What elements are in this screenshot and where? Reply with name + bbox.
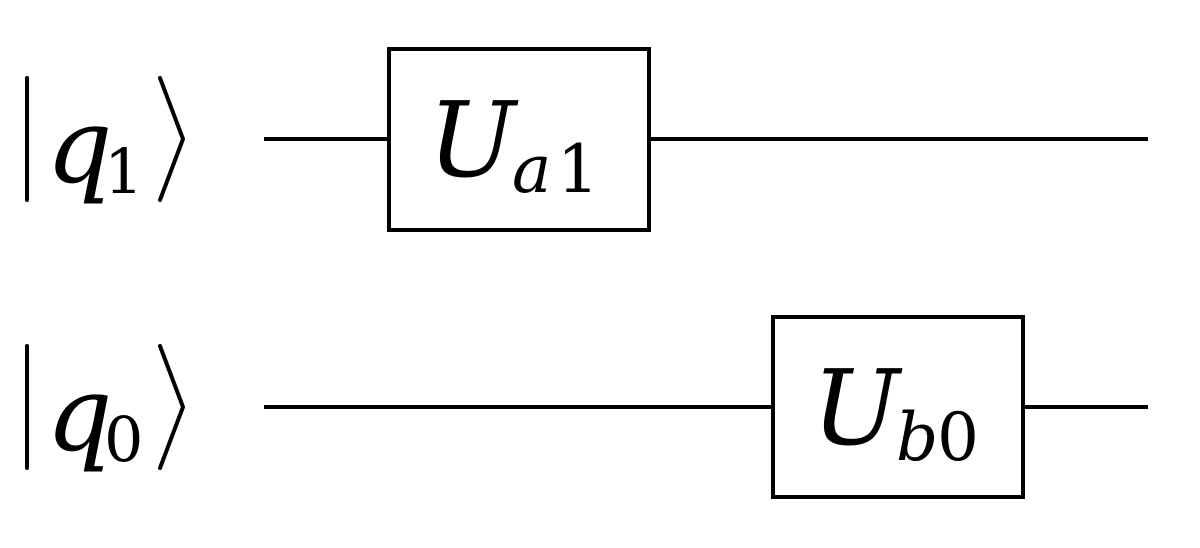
ket-subscript: 0 [104, 403, 143, 476]
ket-label-q1: q 1 [25, 76, 185, 208]
ket-symbol: q [46, 353, 113, 475]
gate-subscript-letter: a [512, 131, 551, 208]
gate-box [771, 315, 1025, 499]
gate-symbol: U [812, 347, 903, 469]
ket-right-angle [158, 76, 185, 202]
gate-u-a1: U a 1 [387, 47, 651, 232]
gate-subscript-digit: 1 [557, 131, 599, 208]
gate-u-b0: U b 0 [771, 315, 1025, 499]
ket-subscript: 1 [104, 135, 143, 208]
ket-right-angle [158, 344, 185, 470]
qubit-row-q1: q 1 U a 1 [25, 47, 1148, 232]
gate-subscript-letter: b [896, 399, 938, 476]
qubit-row-q0: q 0 U b 0 [25, 315, 1148, 499]
gate-subscript-digit: 0 [937, 399, 979, 476]
gate-symbol: U [428, 79, 519, 201]
ket-symbol: q [46, 85, 113, 207]
ket-label-q0: q 0 [25, 344, 185, 476]
gate-box [387, 47, 651, 232]
